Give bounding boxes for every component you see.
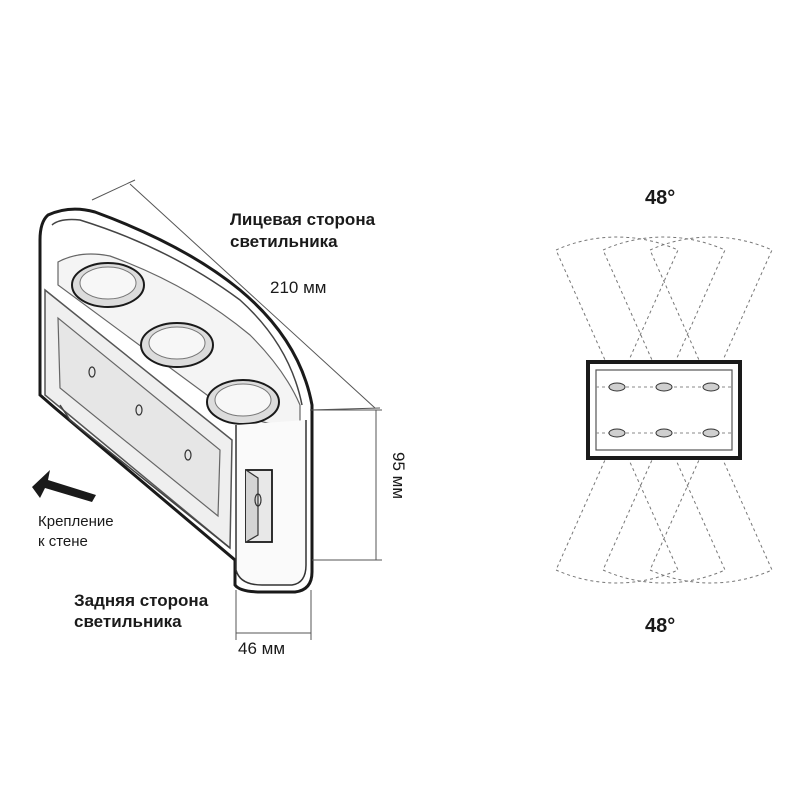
mount-slot-screw (254, 493, 262, 507)
screw-hole-2 (135, 404, 143, 416)
back-side-label-2: светильника (74, 612, 182, 631)
dim-height-text: 95 мм (389, 452, 408, 499)
beam-cone-top-3 (649, 236, 773, 389)
mount-slot-bevel (245, 469, 259, 543)
screw-hole-3 (184, 449, 192, 461)
luminaire-plate-recess (57, 316, 221, 518)
beam-cone-top-1 (555, 236, 679, 389)
back-side-label-1: Задняя сторона (74, 591, 209, 610)
dim-length-ext-1 (91, 179, 136, 201)
wall-mount-arrow-icon (32, 470, 96, 502)
beam-cone-bottom-3 (649, 431, 773, 584)
led-chip-bottom-1 (608, 428, 626, 438)
dim-length-line (129, 183, 376, 409)
luminaire-bottom-edge (59, 404, 231, 549)
luminaire-section-inner (595, 369, 733, 451)
led-lens-2-inner (148, 326, 206, 360)
front-side-label-2: светильника (230, 232, 338, 251)
led-chip-bottom-2 (655, 428, 673, 438)
led-lens-3-inner (214, 383, 272, 417)
led-chip-bottom-3 (702, 428, 720, 438)
beam-cones (555, 236, 773, 584)
led-chip-top-2 (655, 382, 673, 392)
led-chip-top-3 (702, 382, 720, 392)
dim-depth (235, 590, 312, 640)
beam-cone-bottom-1 (555, 431, 679, 584)
dim-depth-text: 46 мм (238, 639, 285, 658)
mount-label-1: Крепление (38, 513, 114, 530)
luminaire-top-rim (51, 218, 303, 406)
beam-cone-bottom-2 (602, 431, 726, 584)
bottom-angle-label: 48° (645, 615, 675, 637)
mount-label-2: к стене (38, 533, 88, 550)
screw-hole-1 (88, 366, 96, 378)
front-side-label-1: Лицевая сторона (230, 210, 376, 229)
beam-cone-top-2 (602, 236, 726, 389)
dim-length-text: 210 мм (270, 278, 326, 297)
led-chip-top-1 (608, 382, 626, 392)
led-chips (608, 382, 720, 438)
dim-height (312, 409, 382, 561)
top-angle-label: 48° (645, 187, 675, 209)
luminaire-body (38, 207, 314, 594)
led-lens-1-inner (79, 266, 137, 300)
